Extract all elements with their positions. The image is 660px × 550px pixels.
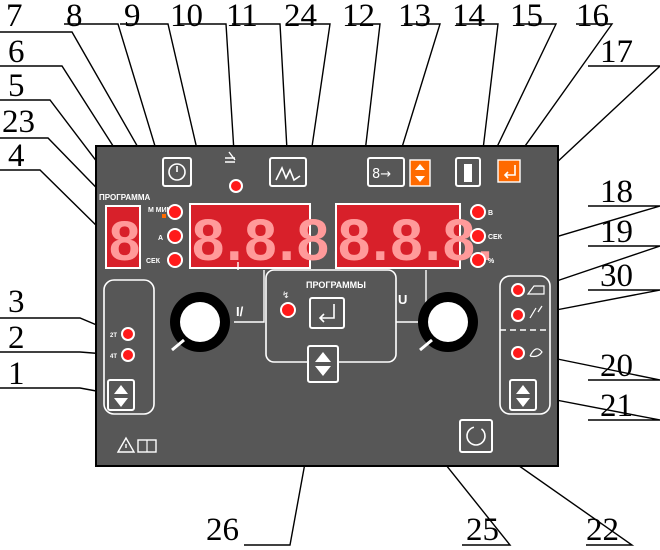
trigger-updown-icon xyxy=(114,385,128,407)
program-updown-icon xyxy=(315,352,331,376)
material-updown-icon xyxy=(516,385,530,407)
left-knob-connector xyxy=(234,270,265,323)
u-label: U xyxy=(398,292,407,307)
led-material-1 xyxy=(511,283,525,297)
callout-10: 10 xyxy=(170,0,203,34)
material-mode-button[interactable] xyxy=(509,379,537,411)
led-m-min xyxy=(167,204,183,220)
led-2t xyxy=(121,327,135,341)
voltage-knob-cap xyxy=(428,302,468,342)
updown-arrows-icon xyxy=(415,164,425,182)
programs-label: ПРОГРАММЫ xyxy=(306,280,366,290)
callout-11: 11 xyxy=(226,0,258,34)
callout-25: 25 xyxy=(466,512,499,548)
program-label: ПРОГРАММА xyxy=(99,193,150,202)
callout-24: 24 xyxy=(284,0,317,34)
callout-16: 16 xyxy=(576,0,609,34)
material-mode-frame xyxy=(499,275,551,415)
callout-3: 3 xyxy=(8,284,25,320)
enter-orange-button[interactable] xyxy=(497,159,521,183)
plate-icon xyxy=(526,285,545,295)
wire-feed-updown-button[interactable] xyxy=(409,159,431,187)
callout-2: 2 xyxy=(8,320,25,356)
wire-feed-icon: 8→ xyxy=(372,167,391,182)
led-pct xyxy=(470,252,486,268)
callout-13: 13 xyxy=(398,0,431,34)
callout-8: 8 xyxy=(66,0,83,34)
callout-21: 21 xyxy=(600,388,633,424)
t2-label: 2Т xyxy=(110,333,117,339)
callout-14: 14 xyxy=(452,0,485,34)
v-label: В xyxy=(488,210,493,217)
callout-23: 23 xyxy=(2,104,35,140)
sec-label: СЕК xyxy=(146,258,161,265)
callout-19: 19 xyxy=(600,214,633,250)
callout-20: 20 xyxy=(600,348,633,384)
mode-button[interactable] xyxy=(269,157,307,187)
reset-button[interactable] xyxy=(459,419,493,453)
pct-label: % xyxy=(488,258,495,265)
wire-feed-button[interactable] xyxy=(367,157,405,187)
warning-icon xyxy=(116,436,136,453)
a-label: А xyxy=(158,235,163,242)
gas-icon xyxy=(225,151,236,163)
led-v xyxy=(470,204,486,220)
callout-15: 15 xyxy=(510,0,543,34)
led-sec xyxy=(167,252,183,268)
voltage-knob-pointer xyxy=(419,338,433,352)
voltage-display xyxy=(335,203,461,269)
callout-18: 18 xyxy=(600,174,633,210)
callout-7: 7 xyxy=(6,0,23,34)
i-label: I/ xyxy=(236,304,244,319)
program-updown-button[interactable] xyxy=(307,345,339,383)
callout-9: 9 xyxy=(124,0,141,34)
callout-17: 17 xyxy=(600,34,633,70)
callout-26: 26 xyxy=(206,512,239,548)
current-display-digits: 8.8.8. xyxy=(192,208,349,273)
led-gas xyxy=(229,179,243,193)
trigger-mode-button[interactable] xyxy=(107,379,135,411)
current-display xyxy=(189,203,311,269)
callout-30: 30 xyxy=(600,258,633,294)
mode-wave-icon xyxy=(275,166,301,182)
t4-label: 4Т xyxy=(110,354,117,360)
program-display xyxy=(105,205,141,269)
sec-right-label: СЕК xyxy=(488,234,503,241)
m-min-label: М МИН xyxy=(148,207,172,214)
led-4t xyxy=(121,348,135,362)
enter-icon xyxy=(503,165,516,179)
led-m-min-marker xyxy=(162,214,166,218)
led-program xyxy=(280,302,296,318)
callout-6: 6 xyxy=(8,34,25,70)
reset-icon xyxy=(466,426,486,446)
callout-5: 5 xyxy=(8,68,25,104)
callout-1: 1 xyxy=(8,356,25,392)
callout-4: 4 xyxy=(8,138,25,174)
torch-angle-icon xyxy=(529,305,543,319)
callout-numbers: 7 8 9 10 11 24 12 13 14 15 16 17 6 5 23 … xyxy=(2,0,633,548)
led-material-2 xyxy=(511,308,525,322)
voltage-display-digits: 8.8.8. xyxy=(338,208,495,273)
callout-22: 22 xyxy=(586,512,619,548)
program-enter-icon xyxy=(318,304,335,323)
led-material-3 xyxy=(511,346,525,360)
gun-icon xyxy=(529,348,543,358)
led-sec-right xyxy=(470,228,486,244)
torch-icon xyxy=(464,164,472,182)
trigger-mode-frame xyxy=(103,279,155,415)
program-enter-button[interactable] xyxy=(309,297,345,329)
program-display-digit: 8 xyxy=(109,209,140,272)
current-knob-cap xyxy=(180,302,220,342)
current-knob-pointer xyxy=(171,338,185,352)
power-icon xyxy=(168,163,186,181)
program-led-icon: ↯ xyxy=(282,291,290,301)
led-a xyxy=(167,228,183,244)
callout-12: 12 xyxy=(342,0,375,34)
